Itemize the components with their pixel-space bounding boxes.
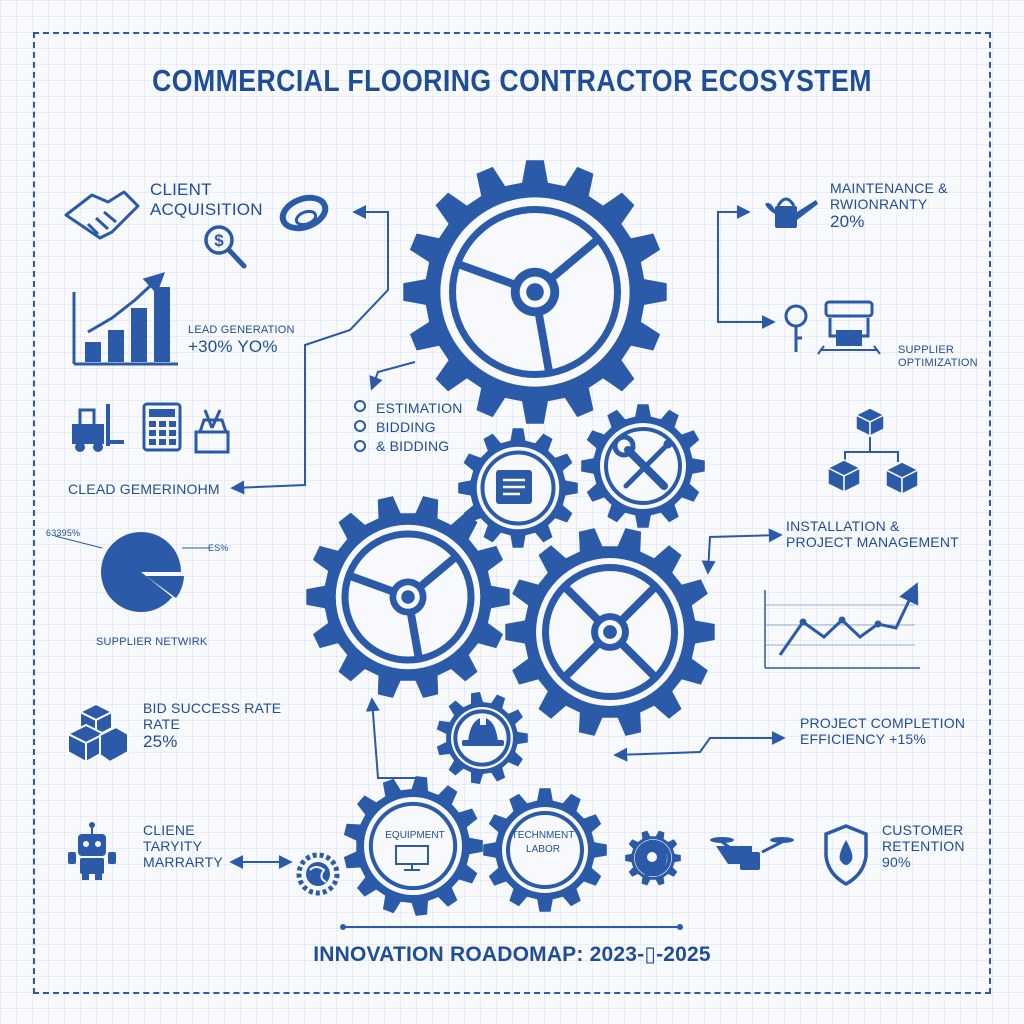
connector-completion <box>613 731 786 762</box>
connector-acquisition <box>230 205 389 495</box>
gear-hub-center <box>526 283 544 301</box>
label-project-completion: PROJECT COMPLETION EFFICIENCY +15% <box>800 715 965 747</box>
gear-inner-ring <box>506 811 584 889</box>
label-clead-generation: CLEAD GEMERINOHM <box>68 481 220 497</box>
label-line: EFFICIENCY +15% <box>800 731 927 748</box>
gear-rim <box>341 530 475 664</box>
gear-right <box>505 528 715 736</box>
shield-drop-icon <box>824 824 868 887</box>
drone-icon <box>710 837 794 870</box>
label-line: OPTIMIZATION <box>898 356 978 369</box>
label-line: 20% <box>830 212 865 232</box>
svg-text:$: $ <box>214 231 224 250</box>
connector-equipment <box>365 697 416 779</box>
gear-rim <box>542 564 678 700</box>
gear-label-equipment: EQUIPMENT <box>385 830 444 841</box>
gear-hub-center <box>603 625 617 639</box>
magnifier-dollar-icon: $ <box>204 225 247 269</box>
label-line: PROJECT MANAGEMENT <box>786 534 959 551</box>
label-line: BID SUCCESS RATE <box>143 700 282 716</box>
label-bid-success: BID SUCCESS RATE RATE 25% <box>143 700 281 752</box>
label-line: CUSTOMER <box>882 822 964 838</box>
gear-inner-ring <box>480 450 556 526</box>
label-line: INSTALLATION & <box>786 518 900 534</box>
label-line: RATE <box>143 716 181 733</box>
pie-label-left: 63395% <box>46 528 81 538</box>
label-line: MAINTENANCE & <box>830 180 948 196</box>
gear-cluster <box>306 160 715 916</box>
connector-estimation <box>369 361 416 391</box>
label-line: RWIONRANTY <box>830 196 928 213</box>
gear-main <box>403 160 667 424</box>
handshake-icon <box>64 190 140 240</box>
label-lead-generation: LEAD GENERATION +30% YO% <box>188 324 295 356</box>
hard-hat-icon <box>462 715 504 746</box>
bar-chart-icon <box>72 272 178 366</box>
label-line: +30% YO% <box>188 336 278 356</box>
key-icon <box>784 304 808 352</box>
label-line: 90% <box>882 854 911 871</box>
gear-hub-center <box>401 590 415 604</box>
label-line: CLIENE <box>143 822 195 838</box>
label-line: 25% <box>143 732 178 752</box>
connector-installation <box>701 528 783 575</box>
head-gear-icon <box>637 840 667 876</box>
pie-label-right: ES% <box>208 543 229 553</box>
label-installation: INSTALLATION & PROJECT MANAGEMENT <box>786 518 959 550</box>
connector-maintenance <box>717 205 776 329</box>
roadmap-dot-left <box>340 924 346 930</box>
label-line: SUPPLIER <box>898 344 955 356</box>
forklift-icon <box>72 404 124 452</box>
gear-label-technment: TECHNMENT <box>512 830 575 841</box>
label-line: MARRARTY <box>143 854 223 871</box>
label-customer-retention: CUSTOMER RETENTION 90% <box>882 822 965 870</box>
label-line: ESTIMATION <box>376 400 463 416</box>
chain-link-icon <box>279 194 329 232</box>
label-line: PROJECT COMPLETION <box>800 715 966 731</box>
gear-left <box>306 496 510 698</box>
label-client-acquisition: CLIENT ACQUISITION <box>150 180 263 219</box>
label-maintenance: MAINTENANCE & RWIONRANTY 20% <box>830 180 948 232</box>
gear-inner-ring <box>604 427 682 505</box>
label-supplier-network: SUPPLIER NETWIRK <box>96 636 208 648</box>
connector-lines <box>229 205 786 928</box>
blueprint-frame <box>33 32 991 994</box>
roadmap-dot-right <box>677 924 683 930</box>
label-line: BIDDING <box>376 419 436 436</box>
label-line: LEAD GENERATION <box>188 324 295 336</box>
label-line: CLIENT <box>150 180 212 199</box>
toolbox-icon <box>194 409 230 454</box>
document-icon <box>496 470 532 504</box>
calculator-icon <box>142 402 182 452</box>
boxes-icon <box>65 702 129 764</box>
label-line: TARYITY <box>143 838 203 855</box>
roadmap-footer: INNOVATION ROADOMAP: 2023-▯-2025 <box>313 943 711 966</box>
line-chart-icon <box>764 582 920 669</box>
gear-rim <box>449 206 621 378</box>
pie-chart-icon <box>54 532 210 612</box>
gear-inner-ring <box>368 801 458 891</box>
watering-can-icon <box>765 197 818 228</box>
label-line: & BIDDING <box>376 438 450 455</box>
label-estimation-bidding: ESTIMATION BIDDING & BIDDING <box>376 400 463 454</box>
monitor-icon <box>395 845 429 871</box>
checklist-bullets <box>354 400 366 452</box>
robot-icon <box>68 822 116 880</box>
label-line: ACQUISITION <box>150 199 263 219</box>
gear-face <box>502 807 588 893</box>
label-line: RETENTION <box>882 838 965 855</box>
wrench-screwdriver-icon <box>612 434 673 490</box>
label-cliene: CLIENE TARYITY MARRARTY <box>143 822 223 870</box>
conveyor-icon <box>817 300 881 355</box>
gear-inner-ring <box>453 709 511 767</box>
gear-labor <box>483 788 607 912</box>
box-network-icon <box>826 407 920 496</box>
globe-gear-icon <box>296 852 340 896</box>
gear-label-labor: LABOR <box>526 844 560 855</box>
label-supplier-optimization: SUPPLIER OPTIMIZATION <box>898 344 978 369</box>
page-title: COMMERCIAL FLOORING CONTRACTOR ECOSYSTEM <box>152 63 872 98</box>
